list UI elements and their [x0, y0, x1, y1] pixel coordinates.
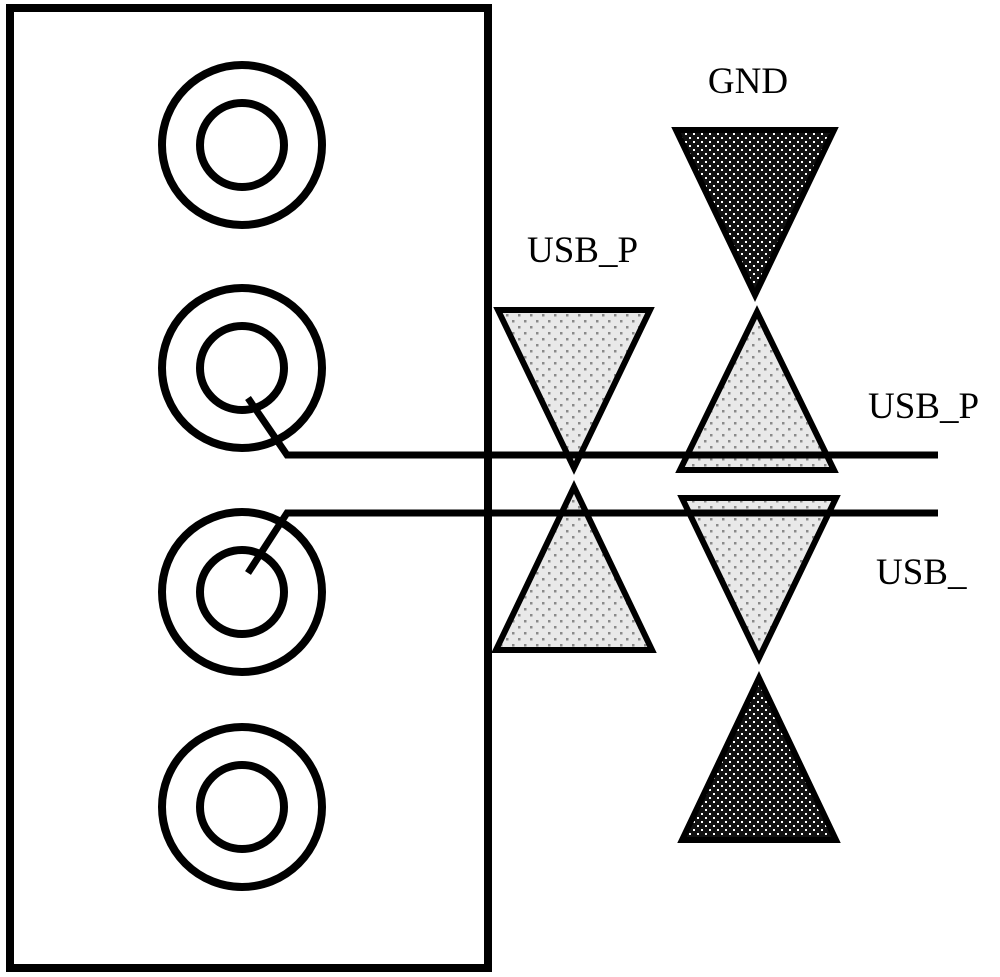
pad-4-outer-ring: [158, 723, 326, 891]
esd-triangle-left-lower: [491, 480, 657, 653]
connector-pad-4: [158, 723, 326, 891]
pad-2-outer-ring: [158, 284, 326, 452]
pad-3-inner-ring: [196, 546, 288, 638]
esd-triangle-left-upper: [493, 307, 655, 475]
pad-1-inner-ring: [196, 99, 288, 191]
usb-minus-trace: [245, 509, 938, 575]
connector-body: [6, 4, 492, 972]
esd-triangle-right-upper: [675, 305, 839, 473]
usb-p-trace: [245, 396, 938, 459]
usb-p-top-label: USB_P: [527, 230, 638, 271]
pad-1-outer-ring: [158, 61, 326, 229]
usb-minus-right-label: USB_: [876, 552, 967, 593]
gnd-triangle-top: [671, 127, 839, 302]
gnd-label: GND: [708, 61, 788, 102]
gnd-triangle-bottom: [677, 671, 841, 843]
connector-pad-2: [158, 284, 326, 452]
connector-pad-3: [158, 508, 326, 676]
pad-2-inner-ring: [196, 322, 288, 414]
pad-4-inner-ring: [196, 761, 288, 853]
connector-pad-1: [158, 61, 326, 229]
esd-triangle-right-lower: [677, 495, 841, 665]
pad-3-outer-ring: [158, 508, 326, 676]
usb-p-right-label: USB_P: [868, 386, 979, 427]
